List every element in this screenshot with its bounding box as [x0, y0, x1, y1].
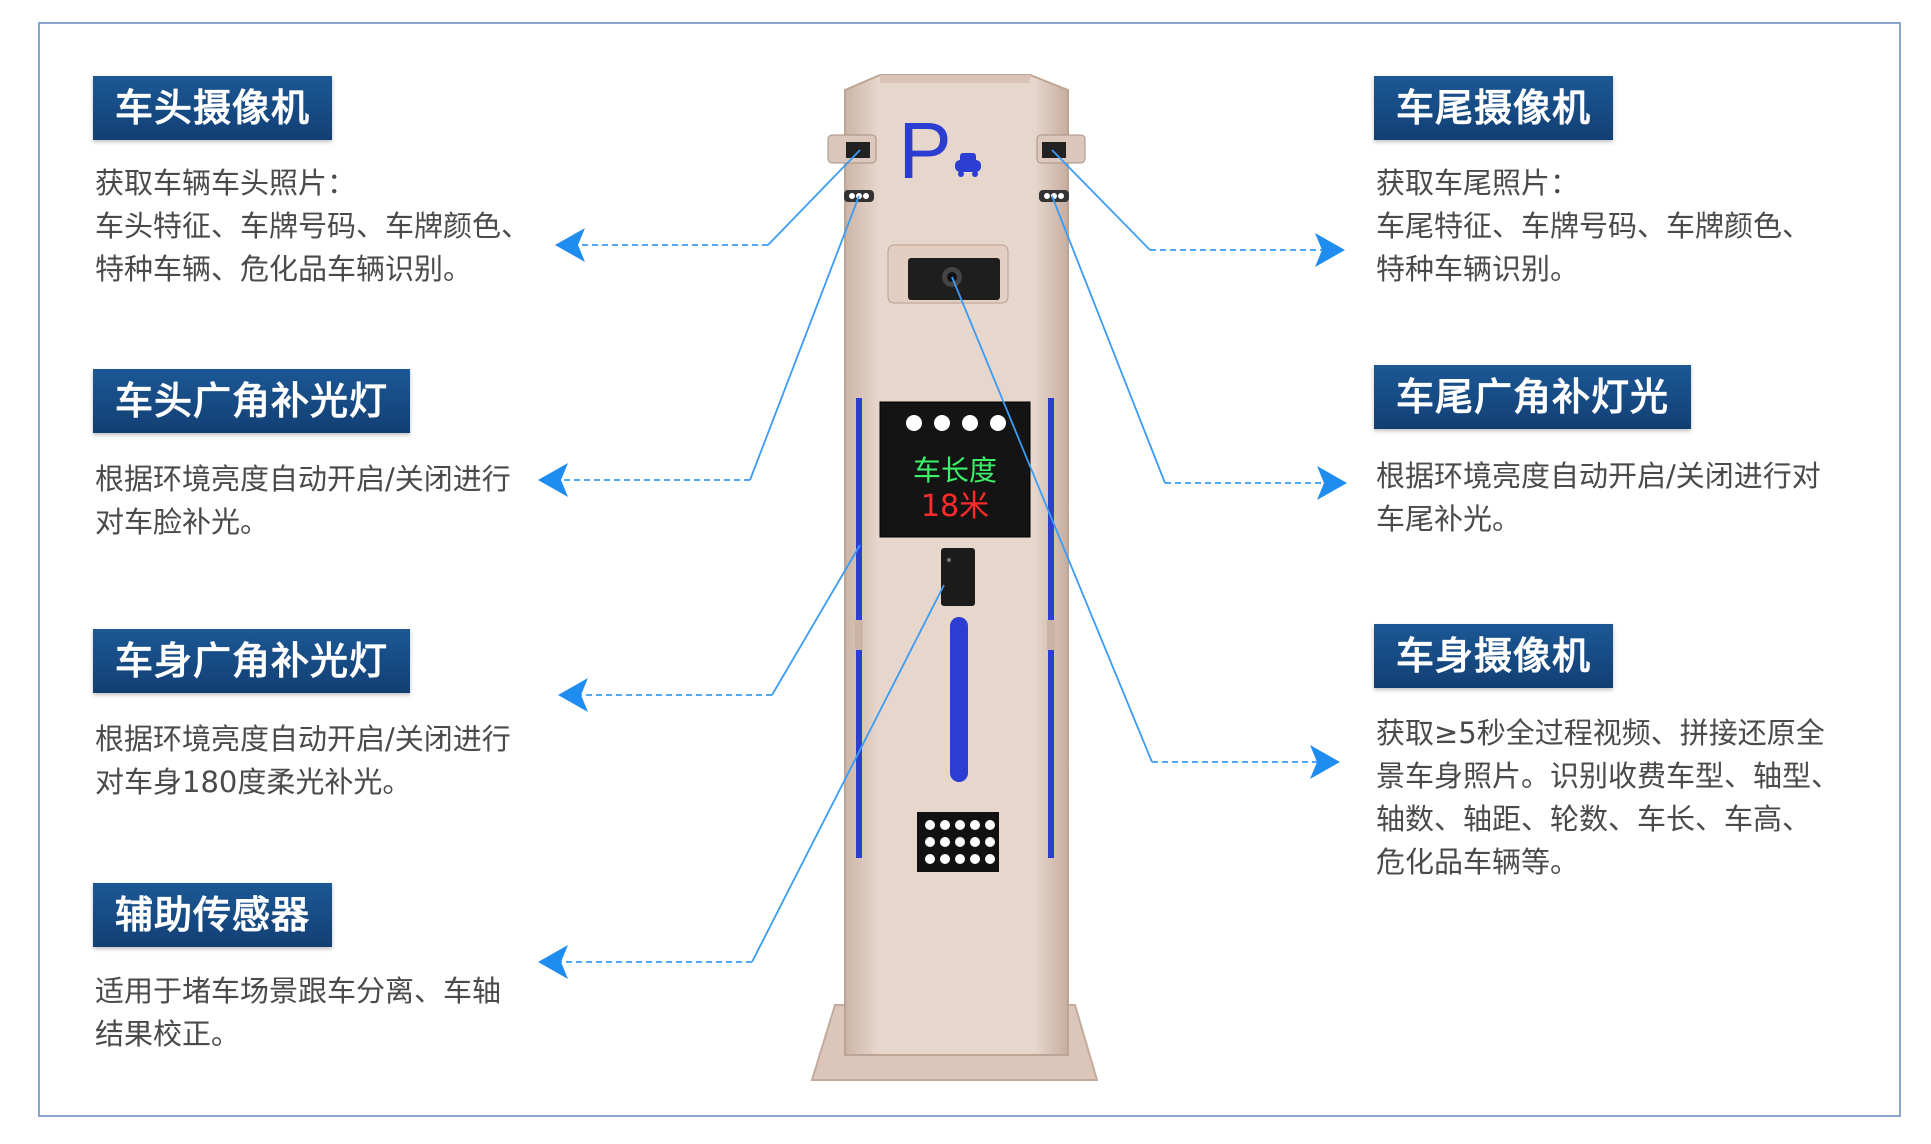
parking-logo: P: [898, 106, 951, 195]
arrow-rear-light: [1317, 466, 1347, 500]
front-light-desc: 根据环境亮度自动开启/关闭进行 对车脸补光。: [95, 462, 511, 539]
body-camera-title: 车身摄像机: [1374, 624, 1614, 688]
arrow-sensor: [538, 945, 568, 979]
arrow-heads: [538, 228, 1347, 979]
speaker-grille: [917, 812, 999, 872]
front-light-title: 车头广角补光灯: [93, 369, 411, 433]
front-camera-desc: 获取车辆车头照片： 车头特征、车牌号码、车牌颜色、 特种车辆、危化品车辆识别。: [95, 166, 531, 286]
sensor-title: 辅助传感器: [93, 883, 333, 947]
body-light-title: 车身广角补光灯: [93, 629, 411, 693]
auxiliary-sensor: [941, 548, 975, 606]
car-icon: [955, 153, 981, 177]
sensor-desc: 适用于堵车场景跟车分离、车轴 结果校正。: [95, 974, 502, 1051]
body-camera: [887, 244, 1009, 304]
pillar-top: [880, 75, 1030, 83]
rear-camera-title: 车尾摄像机: [1374, 76, 1614, 140]
rear-light-title: 车尾广角补灯光: [1374, 365, 1692, 429]
arrow-body-light: [558, 678, 588, 712]
arrow-front-camera: [555, 228, 585, 262]
screen-label: 车长度: [913, 454, 997, 487]
arrow-body-camera: [1310, 745, 1340, 779]
leader-lines: [749, 149, 1166, 963]
rear-light-desc: 根据环境亮度自动开启/关闭进行对 车尾补光。: [1376, 459, 1821, 536]
body-camera-desc: 获取≥5秒全过程视频、拼接还原全 景车身照片。识别收费车型、轴型、 轴数、轴距、…: [1376, 716, 1841, 879]
arrow-rear-camera: [1315, 233, 1345, 267]
center-light-bar: [950, 617, 968, 782]
dashed-pointers: [555, 244, 1330, 963]
screen-value: 18米: [921, 489, 989, 524]
body-light-desc: 根据环境亮度自动开启/关闭进行 对车身180度柔光补光。: [95, 722, 511, 799]
rear-camera-housing: [1036, 134, 1086, 202]
front-camera-title: 车头摄像机: [93, 76, 333, 140]
led-screen: [879, 401, 1031, 538]
arrow-front-light: [538, 463, 568, 497]
rear-camera-desc: 获取车尾照片： 车尾特征、车牌号码、车牌颜色、 特种车辆识别。: [1376, 166, 1812, 286]
